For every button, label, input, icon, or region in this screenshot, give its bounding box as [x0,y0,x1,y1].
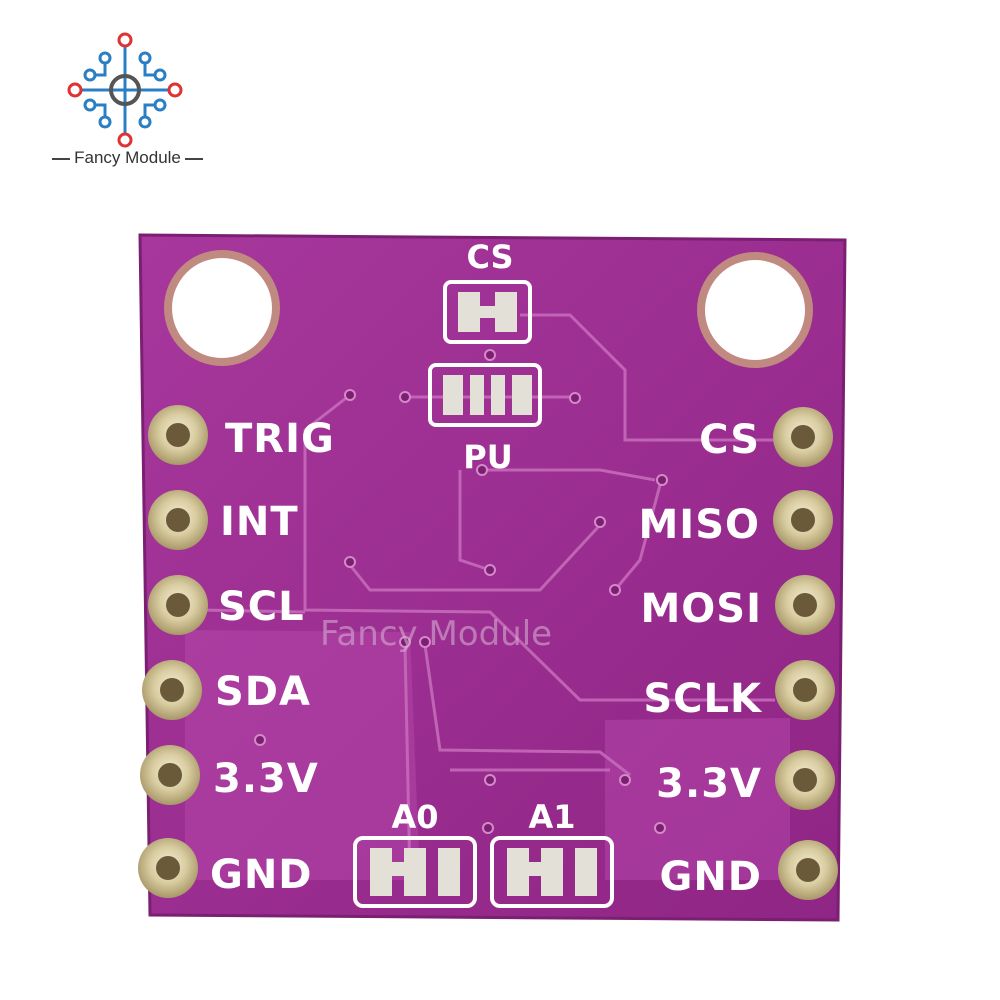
left-pin-label-2: INT [220,499,299,545]
brand-caption: Fancy Module [40,148,215,168]
a1-jumper-label: A1 [528,798,575,836]
watermark-text: Fancy Module [320,614,552,654]
fancy-module-logo-icon [67,32,183,148]
cs-jumper-label: CS [466,238,513,276]
right-pin-label-1: CS [699,417,760,463]
right-pin-label-4: SCLK [643,676,763,722]
pu-jumper [428,363,542,427]
left-pin-label-4: SDA [215,669,311,715]
left-pin-label-5: 3.3V [213,756,319,802]
right-pin-label-6: GND [659,854,762,900]
left-pin-label-1: TRIG [225,416,335,462]
a0-jumper-label: A0 [391,798,438,836]
brand-name: Fancy Module [74,148,181,167]
left-pin-label-6: GND [210,852,313,898]
left-pin-label-3: SCL [218,584,305,630]
right-pin-label-3: MOSI [641,586,763,632]
right-pin-label-5: 3.3V [656,761,762,807]
left-pin-pads [138,405,208,898]
right-pin-pads [773,407,838,900]
cs-jumper [443,280,532,344]
right-pin-label-2: MISO [639,502,761,548]
a1-jumper [490,836,614,908]
pu-jumper-label: PU [463,438,512,476]
a0-jumper [353,836,477,908]
